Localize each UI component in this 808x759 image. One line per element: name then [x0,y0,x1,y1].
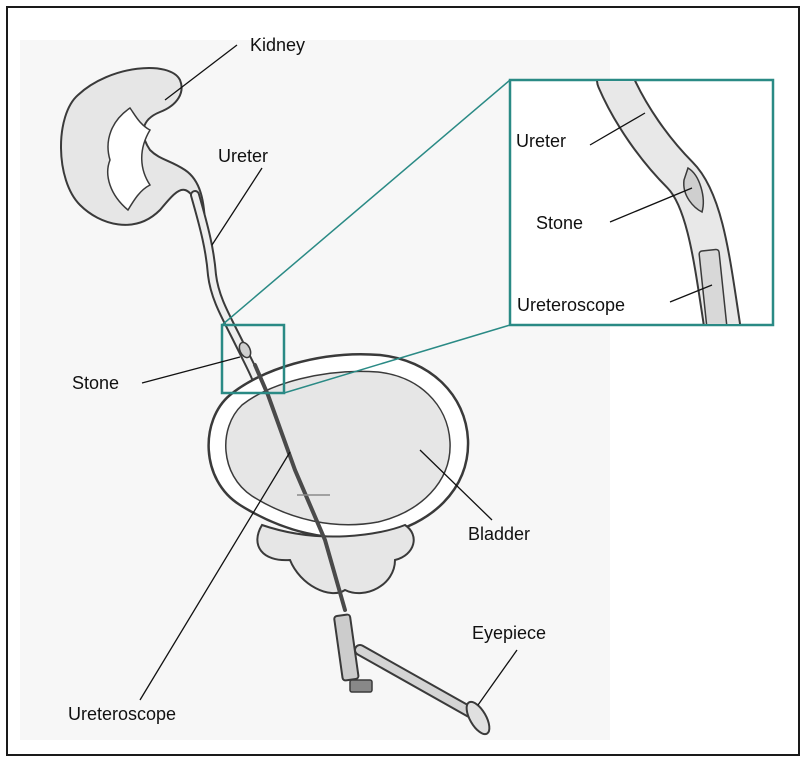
scope-port [350,680,372,692]
inset-label-ureter: Ureter [516,132,566,150]
label-ureteroscope: Ureteroscope [68,705,176,723]
label-bladder: Bladder [468,525,530,543]
label-stone: Stone [72,374,119,392]
label-kidney: Kidney [250,36,305,54]
inset-label-stone: Stone [536,214,583,232]
inset-label-ureteroscope: Ureteroscope [517,296,625,314]
label-eyepiece: Eyepiece [472,624,546,642]
label-ureter: Ureter [218,147,268,165]
